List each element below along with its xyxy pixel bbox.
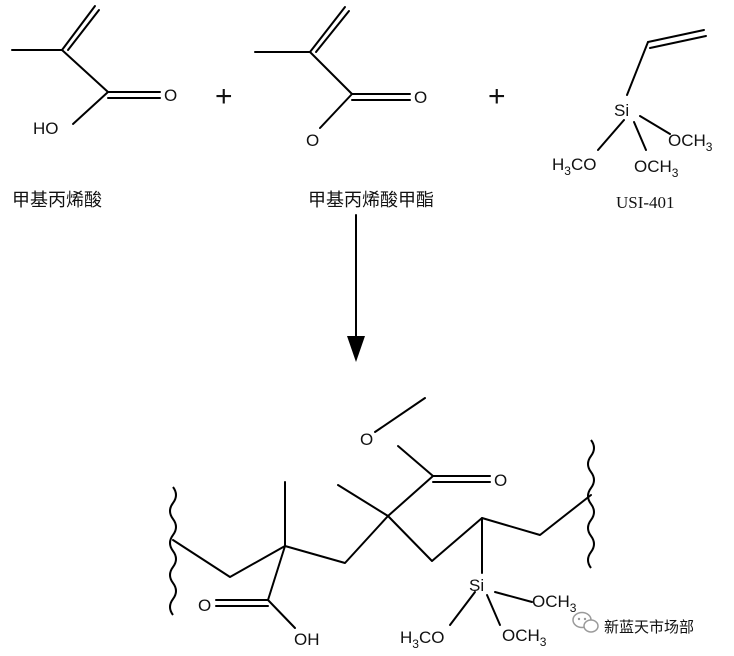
silane-methoxy-left-label: H3CO xyxy=(552,155,596,178)
product-acid-carbonyl-oxygen-label: O xyxy=(198,596,211,615)
plus-sign-2: + xyxy=(488,80,506,113)
right-chain-break xyxy=(587,439,595,569)
product-ester-oxygen-label: O xyxy=(360,430,373,449)
product-methoxy-left-label: H3CO xyxy=(400,628,444,651)
plus-sign-1: + xyxy=(215,80,233,113)
methyl-methacrylate-name: 甲基丙烯酸甲酯 xyxy=(308,190,434,211)
product-ester-carbonyl-oxygen-label: O xyxy=(494,471,507,490)
reaction-arrow xyxy=(347,214,365,362)
product-methoxy-mid-label: OCH3 xyxy=(502,626,547,649)
methacrylic-acid-name: 甲基丙烯酸 xyxy=(12,190,102,211)
watermark-text: 新蓝天市场部 xyxy=(604,618,694,636)
methacrylic-acid-structure xyxy=(11,5,161,125)
vinyl-silane-structure xyxy=(597,29,707,151)
methyl-methacrylate-structure xyxy=(254,6,411,129)
copolymer-structure xyxy=(169,397,595,629)
product-si-label: Si xyxy=(469,576,484,595)
product-acid-hydroxyl-label: OH xyxy=(294,630,320,649)
wechat-icon xyxy=(572,611,599,633)
product-methoxy-right-label: OCH3 xyxy=(532,592,577,615)
silane-si-label: Si xyxy=(614,101,629,120)
left-chain-break xyxy=(169,486,177,616)
silane-methoxy-mid-label: OCH3 xyxy=(634,157,679,180)
acid-carbonyl-oxygen-label: O xyxy=(164,86,177,105)
silane-name: USI-401 xyxy=(616,193,675,212)
acid-hydroxyl-label: HO xyxy=(33,119,59,138)
silane-methoxy-right-label: OCH3 xyxy=(668,131,713,154)
ester-carbonyl-oxygen-label: O xyxy=(414,88,427,107)
ester-oxygen-label: O xyxy=(306,131,319,150)
